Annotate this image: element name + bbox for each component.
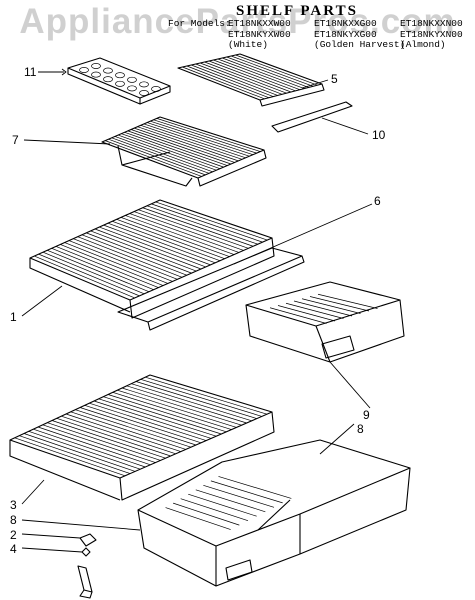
large-wire-shelf [29, 199, 275, 319]
crisper-cover [9, 374, 275, 501]
callout-8: 8 [357, 422, 364, 436]
callout-6: 6 [374, 194, 381, 208]
model-number: ET18NKXXW00 [228, 18, 291, 29]
model-list: For Models: ET18NKXXW00 ET18NKXXG00 ET18… [168, 18, 475, 51]
leader-lines [21, 68, 373, 553]
ice-cube-tray [67, 57, 171, 105]
watermark-text: AppliancePartsPros.com [19, 2, 456, 41]
support-post [77, 533, 97, 599]
model-row-1: For Models: ET18NKXXW00 ET18NKXXG00 ET18… [168, 18, 475, 30]
model-number: ET18NKXXN00 [400, 18, 463, 29]
model-number: ET18NKYXG00 [314, 28, 377, 40]
callout-11: 11 [24, 65, 37, 79]
callout-5: 5 [331, 72, 338, 86]
color-label: (Almond) [400, 39, 446, 50]
page-title: SHELF PARTS [236, 3, 358, 19]
model-number: ET18NKXXG00 [314, 18, 377, 29]
callout-2: 2 [10, 528, 17, 542]
model-number: ET18NKYXW00 [228, 28, 291, 40]
callout-1: 1 [10, 310, 17, 324]
callout-8: 8 [10, 513, 17, 527]
wire-shelf-assembly [101, 116, 267, 187]
crisper-cover-strip [117, 247, 305, 331]
model-number: ET18NKYXN00 [400, 28, 463, 40]
for-models-label: For Models: [168, 18, 231, 29]
color-label: (Golden Harvest) [314, 39, 406, 50]
model-row-2: ET18NKYXW00 ET18NKYXG00 ET18NKYXN00 [168, 28, 475, 41]
callout-9: 9 [363, 408, 370, 422]
callout-7: 7 [12, 133, 19, 147]
callout-3: 3 [10, 498, 17, 512]
shelf-trim [271, 101, 353, 133]
model-colors-row: (White) (Golden Harvest) (Almond) [168, 39, 475, 51]
upper-crisper-drawer [245, 281, 405, 363]
lower-crisper-drawers [137, 439, 411, 587]
color-label: (White) [228, 39, 268, 50]
small-wire-shelf [177, 53, 325, 107]
callout-4: 4 [10, 542, 17, 556]
callout-10: 10 [372, 128, 386, 142]
